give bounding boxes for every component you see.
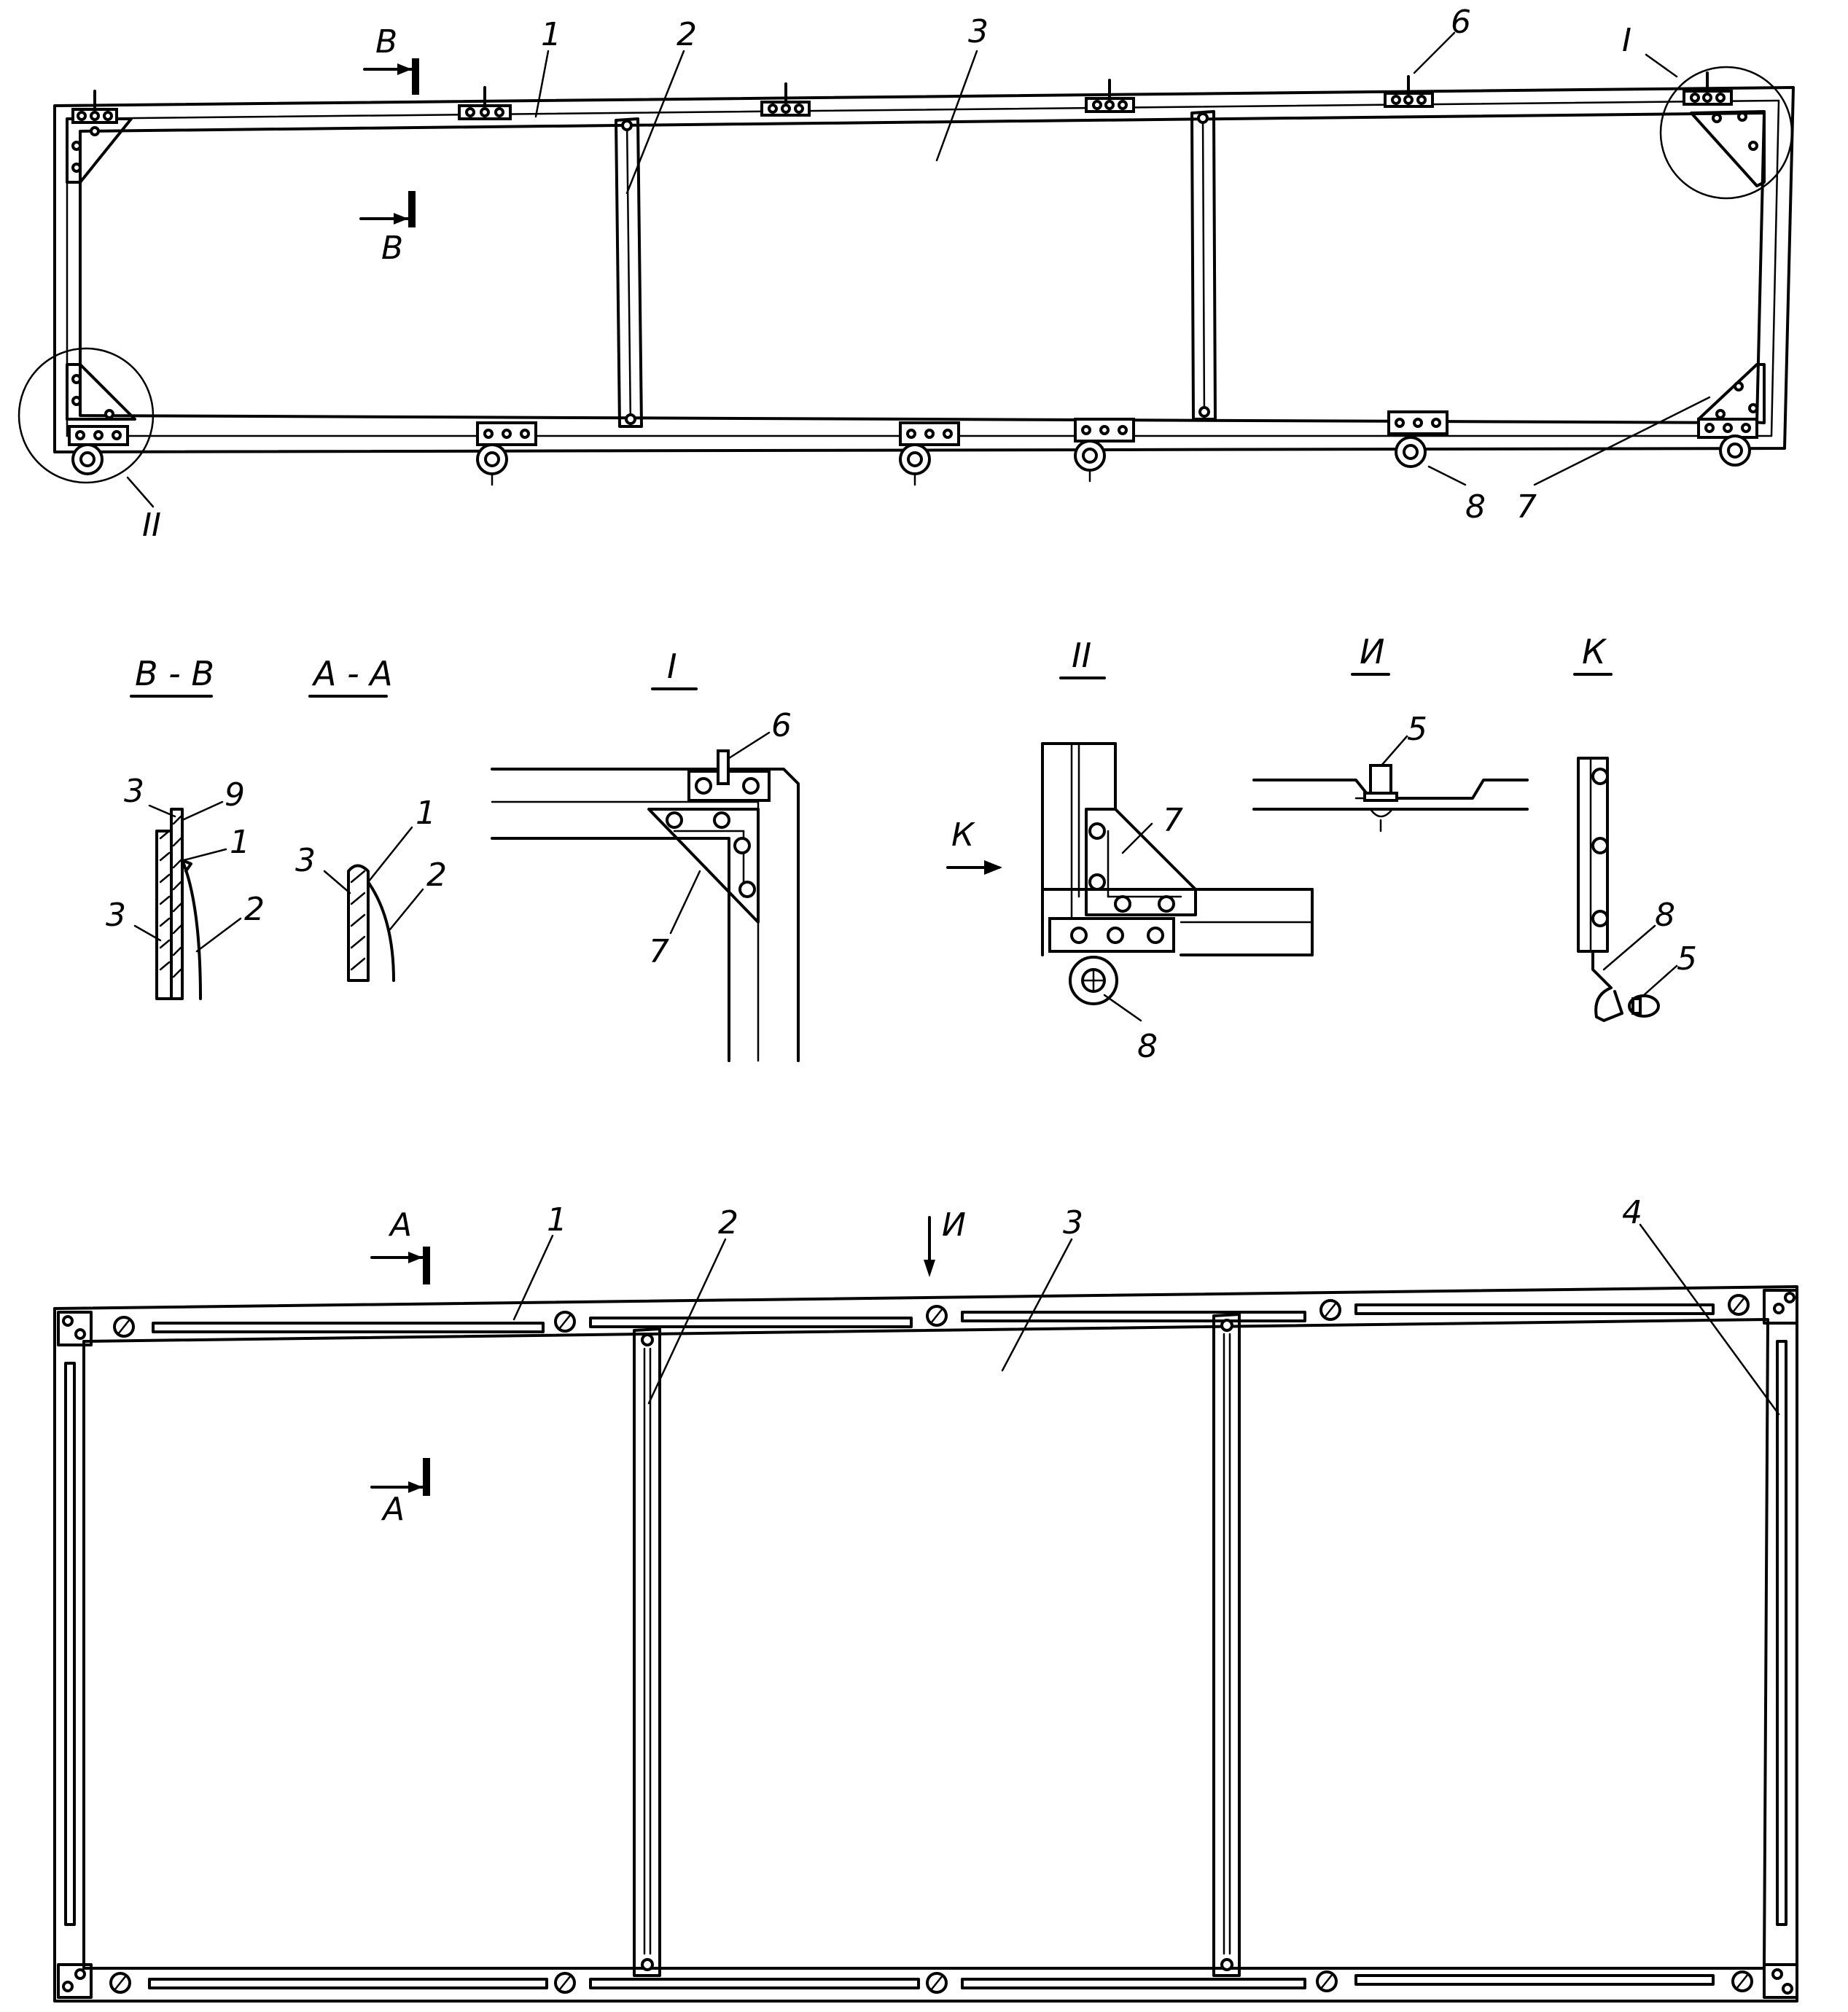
label-2: 2	[677, 16, 697, 53]
section-bb: 3 9 1 3 2	[106, 773, 265, 1000]
section-marker-a-bottom: А	[370, 1458, 430, 1528]
label-3: 3	[295, 842, 316, 879]
label-sec-a: А	[388, 1206, 412, 1244]
corner-gusset-bottom-right	[1697, 363, 1766, 424]
bottom-hinge	[1074, 418, 1135, 483]
top-hinge	[71, 90, 118, 124]
section-marker-b-bottom: В	[359, 191, 416, 267]
view-i-arrow: И	[924, 1206, 966, 1277]
label-node-1: I	[1622, 22, 1631, 59]
label-3: 3	[968, 13, 989, 50]
label-node-2: II	[142, 507, 161, 544]
label-8: 8	[1137, 1028, 1158, 1065]
label-1: 1	[541, 16, 561, 53]
label-3: 3	[1063, 1204, 1083, 1241]
crossbar-2	[1190, 110, 1217, 421]
corner-plate-top-right	[1763, 1289, 1798, 1325]
corner-plate-top-left	[57, 1311, 93, 1346]
bottom-rail-slots	[109, 1970, 1753, 1994]
title-detail-2: II	[1072, 636, 1091, 675]
top-rail-slots	[113, 1294, 1750, 1338]
corner-plate-bottom-right	[1763, 1963, 1798, 1999]
top-hinge	[1085, 79, 1135, 113]
label-1: 1	[416, 795, 436, 832]
right-side-slot	[1776, 1340, 1787, 1926]
top-hinge	[458, 86, 512, 120]
label-sec-b: В	[375, 23, 397, 61]
label-4: 4	[1622, 1194, 1642, 1231]
label-1: 1	[547, 1201, 567, 1239]
label-sec-b: В	[381, 230, 403, 267]
detail-circle-1	[1659, 66, 1793, 200]
label-6: 6	[1451, 4, 1471, 41]
title-section-bb: В - В	[135, 654, 214, 693]
bottom-hinge	[899, 421, 960, 486]
top-hinge	[1384, 75, 1434, 108]
label-9: 9	[225, 776, 245, 814]
title-detail-1: I	[667, 647, 677, 686]
view-k: 8 5	[1577, 757, 1697, 1022]
bottom-hinge	[1697, 418, 1758, 467]
bottom-hinge-row	[68, 410, 1758, 486]
title-section-aa: А - А	[311, 654, 393, 693]
label-7: 7	[649, 933, 669, 970]
label-2: 2	[426, 857, 447, 894]
label-2: 2	[718, 1204, 738, 1241]
section-aa: 1 3 2	[295, 795, 447, 982]
label-view-i: И	[942, 1206, 966, 1244]
label-6: 6	[771, 707, 792, 744]
crossbar-1	[615, 117, 643, 428]
label-8: 8	[1655, 897, 1675, 934]
top-hinge	[1683, 71, 1733, 106]
label-sec-a: А	[381, 1491, 405, 1528]
top-frame-view: В В 1 2 3 6 I 8 7 II	[17, 4, 1795, 544]
label-5: 5	[1407, 711, 1427, 748]
detail-1: 6 7	[491, 707, 800, 1062]
view-i: 5	[1252, 711, 1529, 833]
detail-2: К 7 8	[946, 742, 1314, 1065]
label-3: 3	[124, 773, 144, 810]
corner-plate-bottom-left	[57, 1963, 93, 1999]
corner-gusset-top-left	[66, 117, 133, 184]
title-view-i: И	[1360, 632, 1384, 671]
section-titles: В - В А - А I II И К	[130, 632, 1613, 698]
label-7: 7	[1516, 488, 1537, 526]
bottom-hinge	[68, 425, 129, 475]
label-1: 1	[230, 824, 250, 861]
label-5: 5	[1677, 940, 1697, 978]
title-view-k: К	[1582, 632, 1607, 671]
label-7: 7	[1163, 802, 1183, 839]
label-3: 3	[106, 897, 126, 934]
corner-gusset-top-right	[1690, 110, 1766, 187]
label-2: 2	[244, 891, 265, 928]
top-hinge	[760, 82, 811, 117]
bottom-hinge	[1387, 410, 1449, 468]
bottom-frame-view: А А И 1 2 3 4	[53, 1194, 1798, 2003]
crossbar-3	[633, 1327, 661, 1977]
label-view-k: К	[951, 816, 975, 854]
detail-circle-2	[17, 347, 155, 484]
section-marker-a-top: А	[370, 1206, 430, 1284]
left-side-slot	[64, 1362, 76, 1926]
top-hinge-row	[71, 71, 1733, 124]
bottom-hinge	[476, 421, 537, 486]
section-marker-b-top: В	[363, 23, 419, 95]
corner-gusset-bottom-left	[66, 363, 136, 421]
crossbar-4	[1212, 1313, 1241, 1977]
label-8: 8	[1465, 488, 1486, 526]
